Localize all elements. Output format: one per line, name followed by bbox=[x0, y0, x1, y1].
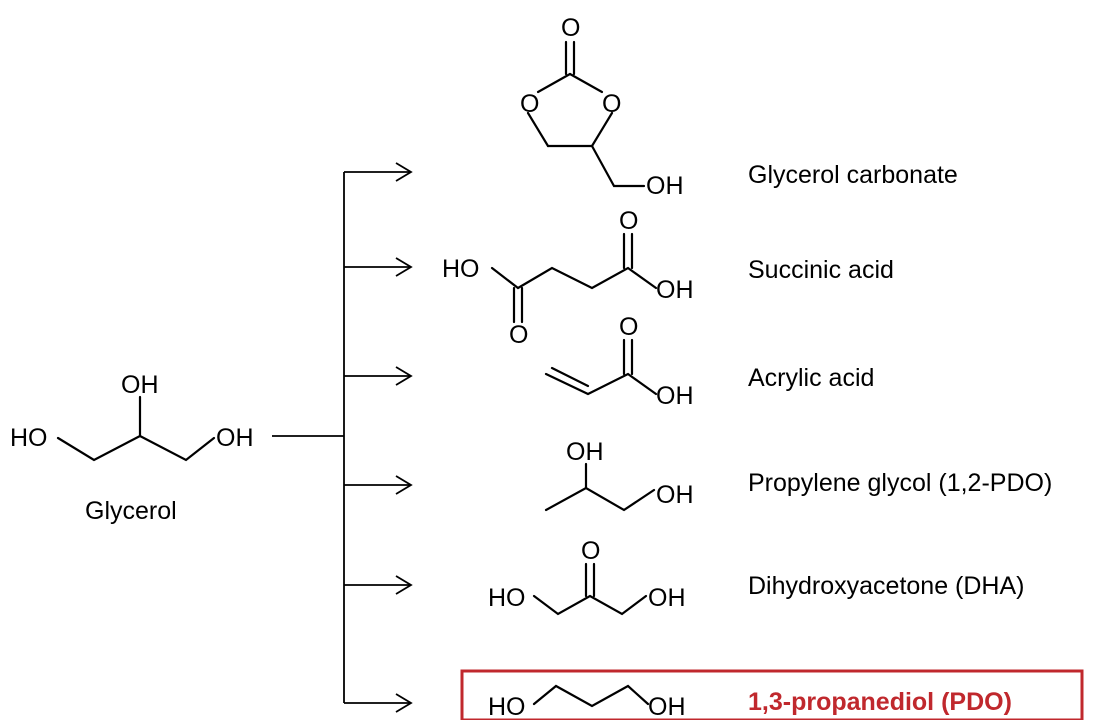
carbon-chain bbox=[532, 684, 650, 708]
carbon-chain bbox=[544, 486, 656, 512]
atom-o: O bbox=[581, 537, 600, 565]
glycerol-ho-left: HO bbox=[10, 424, 48, 452]
atom-oh: OH bbox=[648, 693, 686, 720]
carbon-chain bbox=[490, 266, 658, 290]
arrowhead-icon bbox=[395, 475, 413, 495]
glycerol-oh-right: OH bbox=[216, 424, 254, 452]
ring-bond bbox=[526, 111, 550, 148]
product-name-acrylic-acid: Acrylic acid bbox=[748, 364, 874, 392]
atom-o-top: O bbox=[619, 207, 638, 235]
ring-bond bbox=[568, 72, 604, 94]
atom-oh-top: OH bbox=[566, 438, 604, 466]
ring-bond bbox=[536, 72, 572, 94]
glycerol-backbone bbox=[56, 434, 216, 462]
atom-oh: OH bbox=[656, 382, 694, 410]
atom-oh: OH bbox=[648, 584, 686, 612]
arrowhead-icon bbox=[395, 693, 413, 713]
atom-o-ring-right: O bbox=[602, 90, 621, 118]
acrylic-acid-structure: O OH bbox=[544, 313, 694, 410]
ring-bond bbox=[590, 111, 614, 148]
product-name-propylene-glycol: Propylene glycol (1,2-PDO) bbox=[748, 469, 1052, 497]
atom-o-bottom: O bbox=[509, 321, 528, 349]
branch-arrows bbox=[272, 162, 413, 713]
carbon-chain bbox=[544, 372, 658, 396]
atom-oh: OH bbox=[656, 276, 694, 304]
propanediol-structure: HO OH bbox=[488, 684, 686, 720]
glycerol-structure: OH HO OH Glycerol bbox=[10, 371, 254, 525]
product-name-glycerol-carbonate: Glycerol carbonate bbox=[748, 161, 958, 189]
product-name-propanediol: 1,3-propanediol (PDO) bbox=[748, 688, 1012, 716]
vinyl-double-bond bbox=[550, 366, 590, 388]
arrowhead-icon bbox=[395, 257, 413, 277]
succinic-acid-structure: HO O OH O bbox=[442, 207, 694, 349]
propylene-glycol-structure: OH OH bbox=[544, 438, 694, 512]
glycerol-carbonate-structure: O O O OH bbox=[520, 14, 684, 200]
arrowhead-icon bbox=[395, 575, 413, 595]
dihydroxyacetone-structure: O HO OH bbox=[488, 537, 686, 616]
carbon-chain bbox=[532, 594, 648, 616]
arrowhead-icon bbox=[395, 162, 413, 182]
highlight-box bbox=[460, 669, 1084, 720]
atom-ho: HO bbox=[488, 584, 526, 612]
atom-o-ring-left: O bbox=[520, 90, 539, 118]
arrowhead-icon bbox=[395, 366, 413, 386]
hydroxymethyl-bond bbox=[590, 144, 646, 188]
atom-oh: OH bbox=[646, 172, 684, 200]
atom-ho: HO bbox=[488, 693, 526, 720]
atom-ho: HO bbox=[442, 255, 480, 283]
product-name-dihydroxyacetone: Dihydroxyacetone (DHA) bbox=[748, 572, 1025, 600]
atom-oh-right: OH bbox=[656, 481, 694, 509]
atom-o: O bbox=[619, 313, 638, 341]
product-name-succinic-acid: Succinic acid bbox=[748, 256, 894, 284]
atom-o-carbonyl: O bbox=[561, 14, 580, 42]
glycerol-oh-top: OH bbox=[121, 371, 159, 399]
glycerol-name: Glycerol bbox=[85, 497, 177, 525]
